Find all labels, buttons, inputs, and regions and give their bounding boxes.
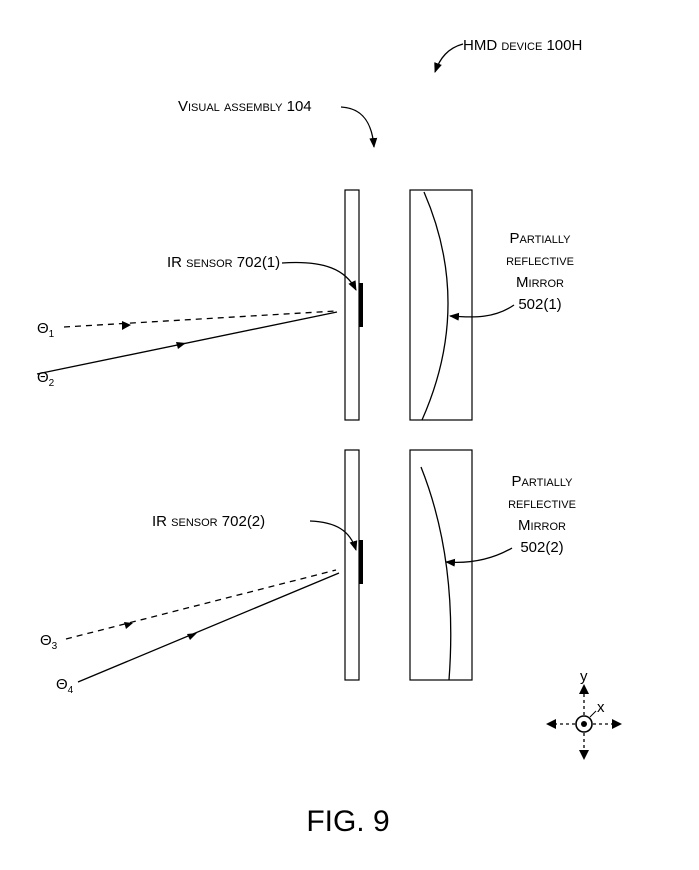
upper-assembly: IR sensor 702(1) Partially reflective Mi… <box>36 189 574 421</box>
y-axis-up-arrow <box>579 684 589 694</box>
visual-assembly-callout: Visual assembly 104 <box>178 98 378 148</box>
mirror-2-curve <box>420 466 452 681</box>
mirror-1-leader <box>449 304 515 321</box>
ir-sensor-1-label: IR sensor 702(1) <box>167 254 280 271</box>
mirror-1-label-line2: reflective <box>506 252 574 269</box>
upper-mirror-housing <box>409 189 473 421</box>
hmd-device-leader <box>434 43 464 73</box>
visual-assembly-label: Visual assembly 104 <box>178 98 312 115</box>
mirror-2-label-line4: 502(2) <box>520 539 563 556</box>
x-axis-right-arrow <box>612 719 622 729</box>
ir-sensor-1-leader <box>281 261 357 291</box>
z-axis-dot <box>581 721 587 727</box>
x-label-leader <box>589 710 597 718</box>
hmd-device-callout: HMD device 100H <box>434 37 582 73</box>
axis-y-label: y <box>580 668 588 685</box>
mirror-1-label: Partially reflective Mirror 502(1) <box>506 230 574 313</box>
ray-theta-1-arrow <box>122 321 131 330</box>
lower-assembly: IR sensor 702(2) Partially reflective Mi… <box>40 449 576 696</box>
mirror-2-label-line2: reflective <box>508 495 576 512</box>
coordinate-axes: y x <box>546 668 622 760</box>
upper-display-panel <box>344 189 360 421</box>
ray-theta-4 <box>77 572 340 683</box>
ray-theta-4-arrow <box>187 633 197 640</box>
ray-theta-2 <box>36 311 338 375</box>
mirror-2-label-line1: Partially <box>512 473 574 490</box>
lower-mirror-housing <box>409 449 473 681</box>
mirror-2-label: Partially reflective Mirror 502(2) <box>508 473 576 556</box>
lower-display-panel <box>344 449 360 681</box>
theta-3-label: Θ3 <box>40 632 58 652</box>
ir-sensor-2-leader <box>309 520 358 551</box>
ir-sensor-2 <box>359 540 363 584</box>
mirror-1-label-line4: 502(1) <box>518 296 561 313</box>
mirror-1-curve <box>421 191 449 421</box>
ir-sensor-1 <box>359 283 363 327</box>
x-axis-left-arrow <box>546 719 556 729</box>
figure-caption: FIG. 9 <box>306 805 389 838</box>
ray-theta-3-arrow <box>124 622 133 629</box>
ray-theta-3 <box>65 569 337 640</box>
ray-theta-1 <box>63 310 337 328</box>
y-axis-down-arrow <box>579 750 589 760</box>
mirror-2-label-line3: Mirror <box>518 517 566 534</box>
ir-sensor-2-label: IR sensor 702(2) <box>152 513 265 530</box>
mirror-1-label-line3: Mirror <box>516 274 564 291</box>
hmd-device-label: HMD device 100H <box>463 37 582 54</box>
visual-assembly-leader <box>340 106 378 148</box>
theta-4-label: Θ4 <box>56 676 74 696</box>
mirror-1-label-line1: Partially <box>510 230 572 247</box>
axis-x-label: x <box>597 699 605 716</box>
theta-2-label: Θ2 <box>37 369 55 389</box>
theta-1-label: Θ1 <box>37 320 55 340</box>
ray-theta-2-arrow <box>176 342 186 349</box>
mirror-2-leader <box>445 547 513 567</box>
